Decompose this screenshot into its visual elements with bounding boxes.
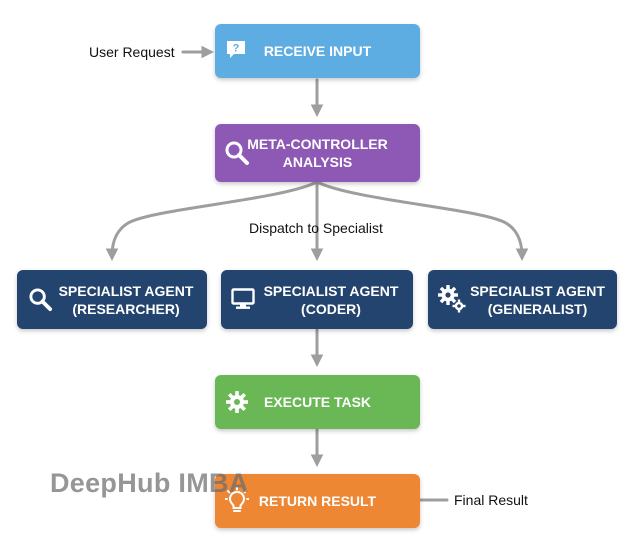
execute-task-label: EXECUTE TASK xyxy=(263,394,372,410)
meta-controller-node: META-CONTROLLER ANALYSIS xyxy=(215,124,420,182)
magnifier-icon xyxy=(224,140,250,166)
receive-input-label: RECEIVE INPUT xyxy=(263,43,372,59)
arrow-meta-to-generalist xyxy=(315,180,529,262)
arrow-meta-to-researcher xyxy=(105,180,319,262)
user-request-label: User Request xyxy=(89,44,175,60)
svg-text:?: ? xyxy=(233,43,240,55)
dispatch-label: Dispatch to Specialist xyxy=(249,220,383,236)
coder-label-line1: SPECIALIST AGENT xyxy=(263,282,399,299)
lightbulb-icon xyxy=(225,487,249,515)
magnifier-icon xyxy=(28,287,53,312)
specialist-generalist-node: SPECIALIST AGENT (GENERALIST) xyxy=(428,270,617,329)
generalist-label-line2: (GENERALIST) xyxy=(487,300,588,317)
question-bubble-icon: ? xyxy=(225,39,247,61)
return-result-label: RETURN RESULT xyxy=(258,493,377,509)
meta-controller-label-line2: ANALYSIS xyxy=(282,154,353,170)
researcher-label-line2: (RESEARCHER) xyxy=(72,300,180,317)
receive-input-node: ? RECEIVE INPUT xyxy=(215,24,420,78)
coder-label-line2: (CODER) xyxy=(301,300,361,317)
gear-icon xyxy=(225,390,249,414)
researcher-label-line1: SPECIALIST AGENT xyxy=(58,282,194,299)
specialist-coder-node: SPECIALIST AGENT (CODER) xyxy=(221,270,413,329)
generalist-label-line1: SPECIALIST AGENT xyxy=(470,282,605,299)
gears-icon xyxy=(437,284,467,314)
return-result-node: RETURN RESULT xyxy=(215,474,420,528)
specialist-researcher-node: SPECIALIST AGENT (RESEARCHER) xyxy=(17,270,207,329)
monitor-icon xyxy=(231,288,255,310)
meta-controller-label-line1: META-CONTROLLER xyxy=(247,136,388,152)
execute-task-node: EXECUTE TASK xyxy=(215,375,420,429)
final-result-label: Final Result xyxy=(454,492,528,508)
watermark-text: DeepHub IMBA xyxy=(50,468,249,498)
